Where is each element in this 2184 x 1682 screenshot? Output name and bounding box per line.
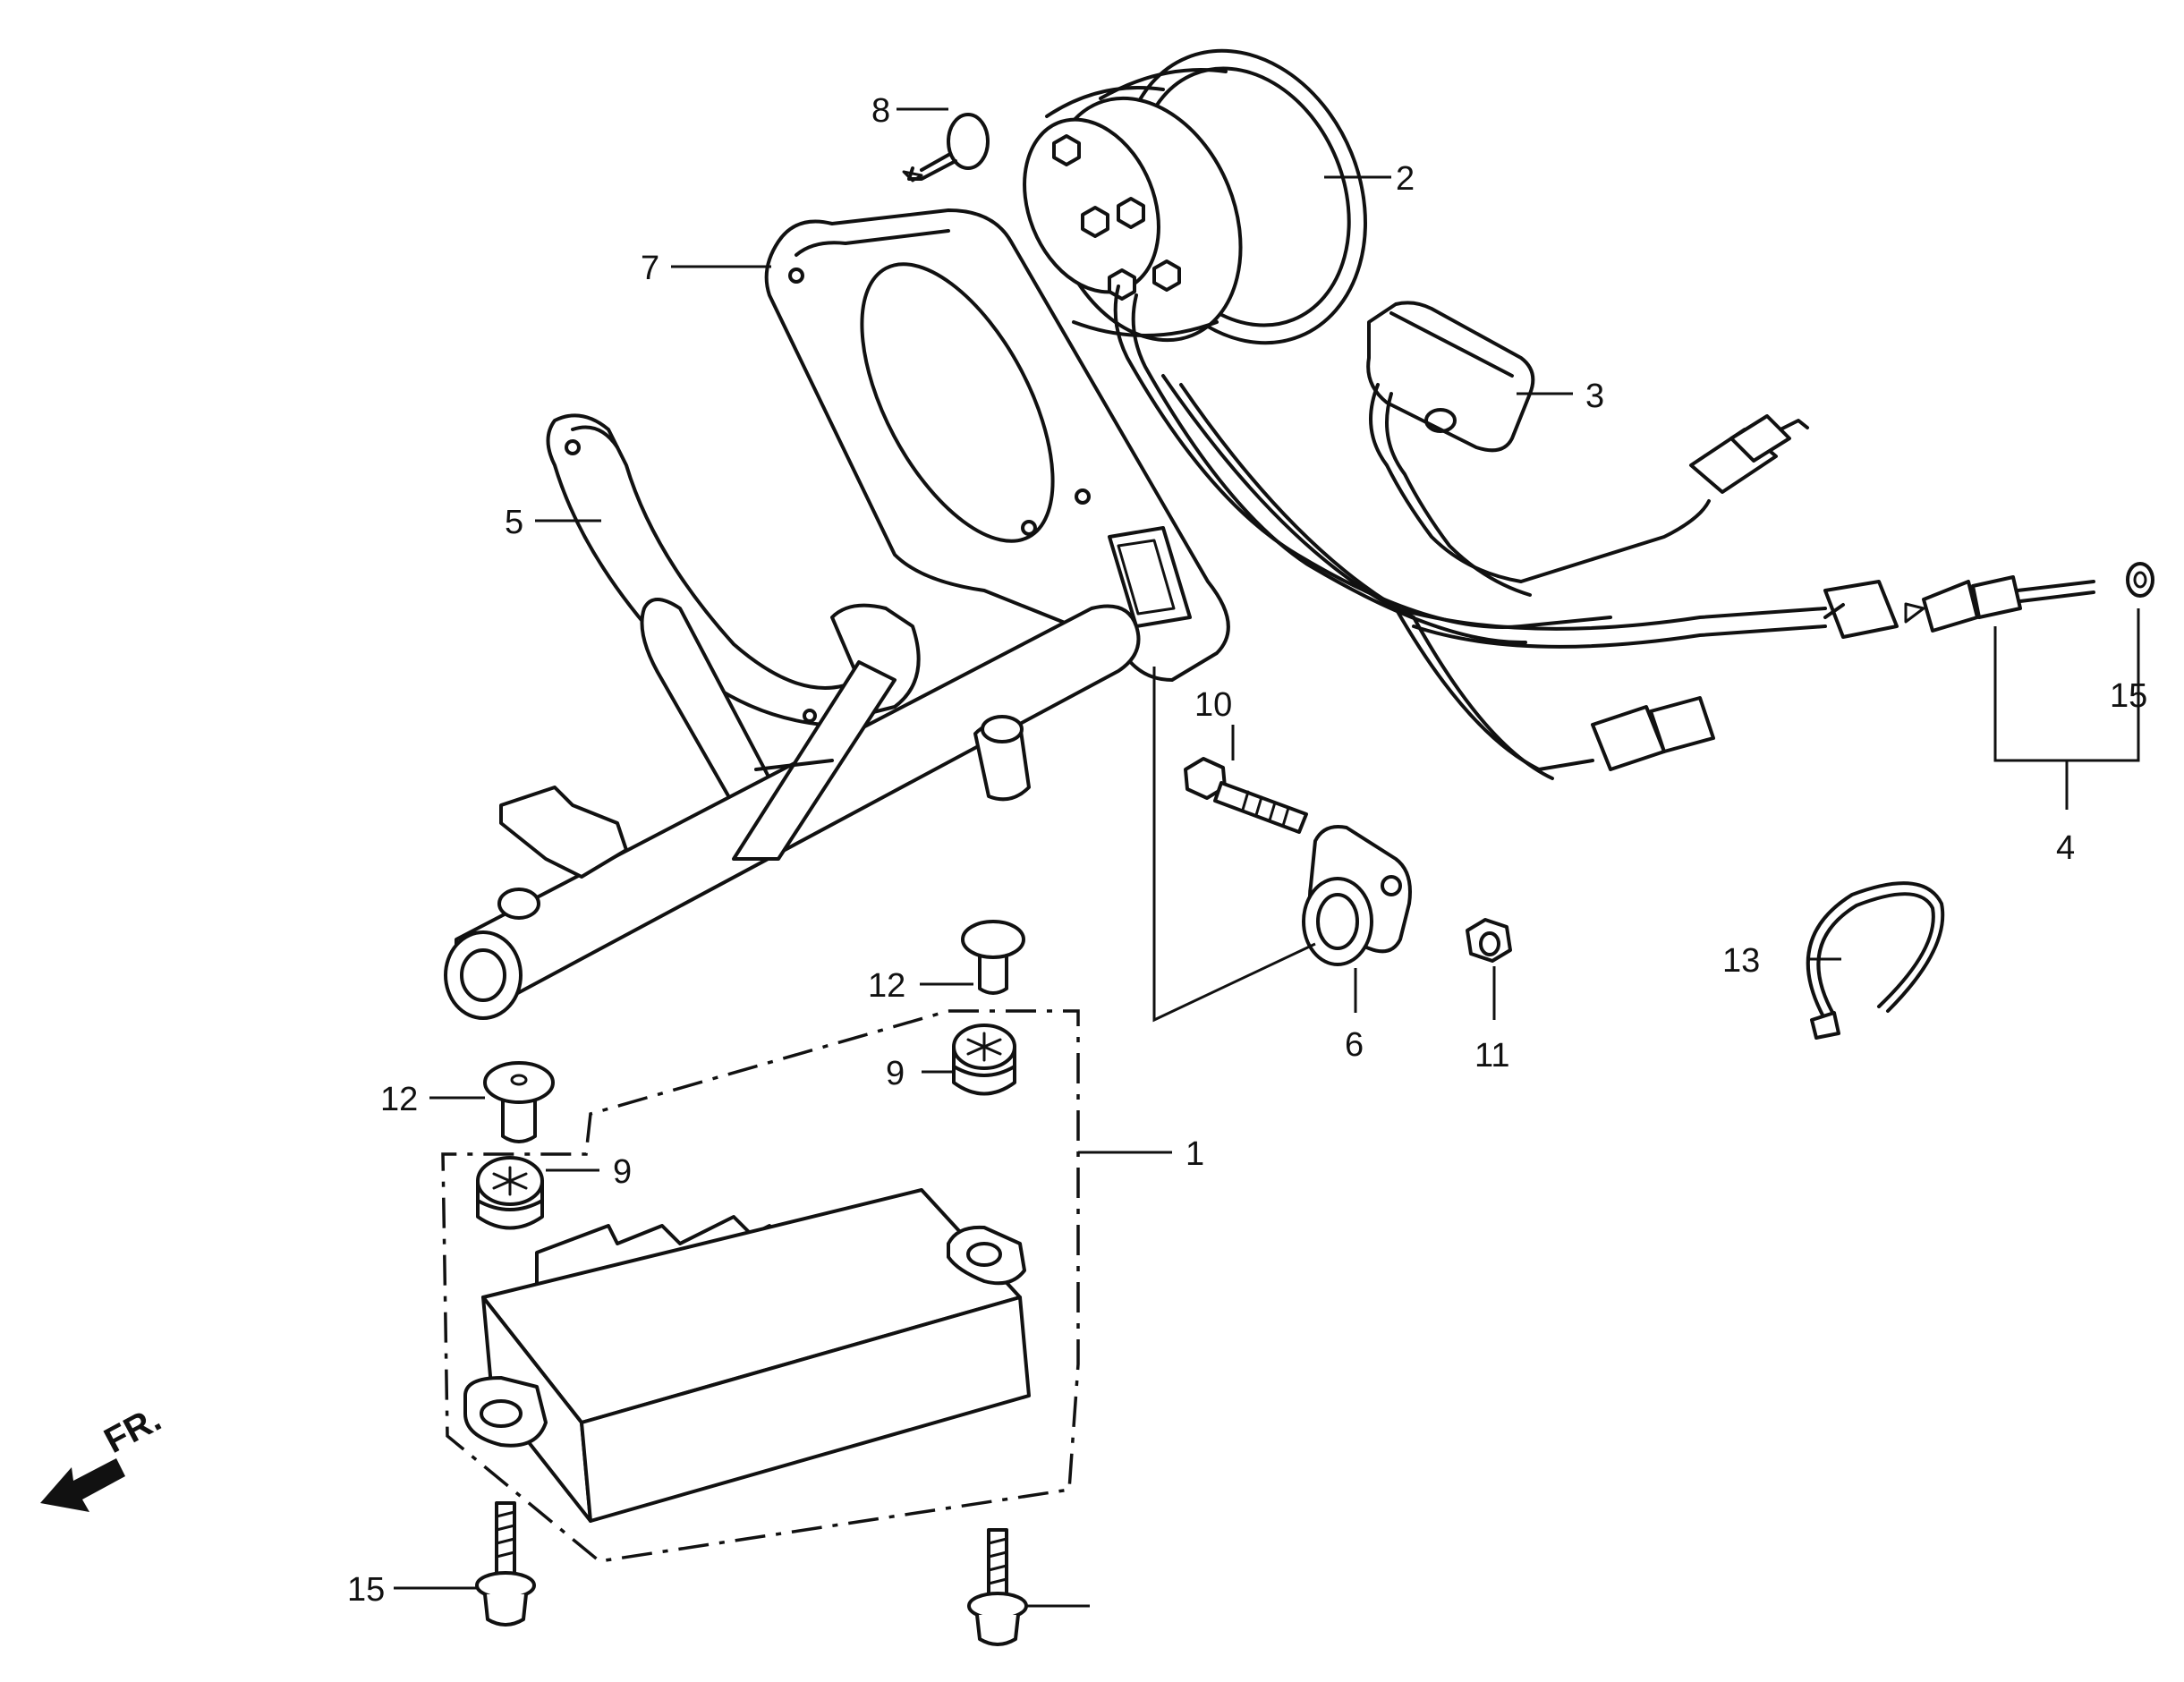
grommet-12-left [483, 1061, 555, 1143]
callout-9-left: 9 [613, 1153, 632, 1191]
bolt-15-left [475, 1501, 536, 1627]
bolt-10 [1184, 757, 1308, 834]
bushing-9-top [952, 1024, 1016, 1096]
wire-harness [1113, 285, 1827, 780]
callout-10: 10 [1194, 686, 1232, 724]
frame-tube [444, 598, 1141, 1020]
screw-8 [902, 113, 990, 183]
front-label: FR. [98, 1399, 168, 1461]
sensor-4 [1823, 575, 2095, 639]
callout-11: 11 [1474, 1037, 1509, 1075]
bushing-9-left [476, 1156, 544, 1230]
front-arrow-icon [40, 1458, 125, 1512]
callout-14: 15 [2110, 677, 2147, 715]
callout-labels: 8 2 3 7 5 10 15 4 6 11 13 12 9 12 9 1 15 [347, 92, 2147, 1609]
callout-2: 2 [1396, 160, 1415, 198]
callout-13: 13 [1722, 942, 1760, 980]
callout-7: 7 [641, 250, 659, 287]
callout-5: 5 [505, 504, 523, 541]
callout-9-top: 9 [886, 1055, 905, 1092]
cable-tie-13 [1806, 881, 1945, 1040]
callout-3: 3 [1585, 378, 1604, 415]
meter-2 [1023, 48, 1367, 345]
nut-11 [1466, 918, 1512, 963]
callout-1: 1 [1185, 1135, 1204, 1173]
control-unit-1 [463, 1188, 1031, 1523]
front-direction-indicator: FR. [40, 1399, 167, 1512]
callout-12-left: 12 [380, 1081, 418, 1118]
connector-bottom [1591, 696, 1715, 771]
assembly-outline-1 [441, 1009, 1080, 1563]
bolt-15-right [967, 1528, 1028, 1646]
clamp-6 [1302, 825, 1412, 966]
callout-12-top: 12 [868, 967, 905, 1005]
washer-14 [2126, 562, 2154, 598]
connector-top [1689, 414, 1809, 494]
leader-lines [394, 107, 1841, 1608]
callout-6: 6 [1345, 1026, 1364, 1064]
grommet-12-top [961, 920, 1025, 995]
module-3 [1366, 301, 1711, 597]
callout-15-left: 15 [347, 1571, 385, 1609]
callout-8: 8 [871, 92, 890, 130]
bracket-7 [764, 208, 1230, 682]
callout-4: 4 [2056, 829, 2075, 867]
leader-6-group [1152, 667, 1316, 1023]
